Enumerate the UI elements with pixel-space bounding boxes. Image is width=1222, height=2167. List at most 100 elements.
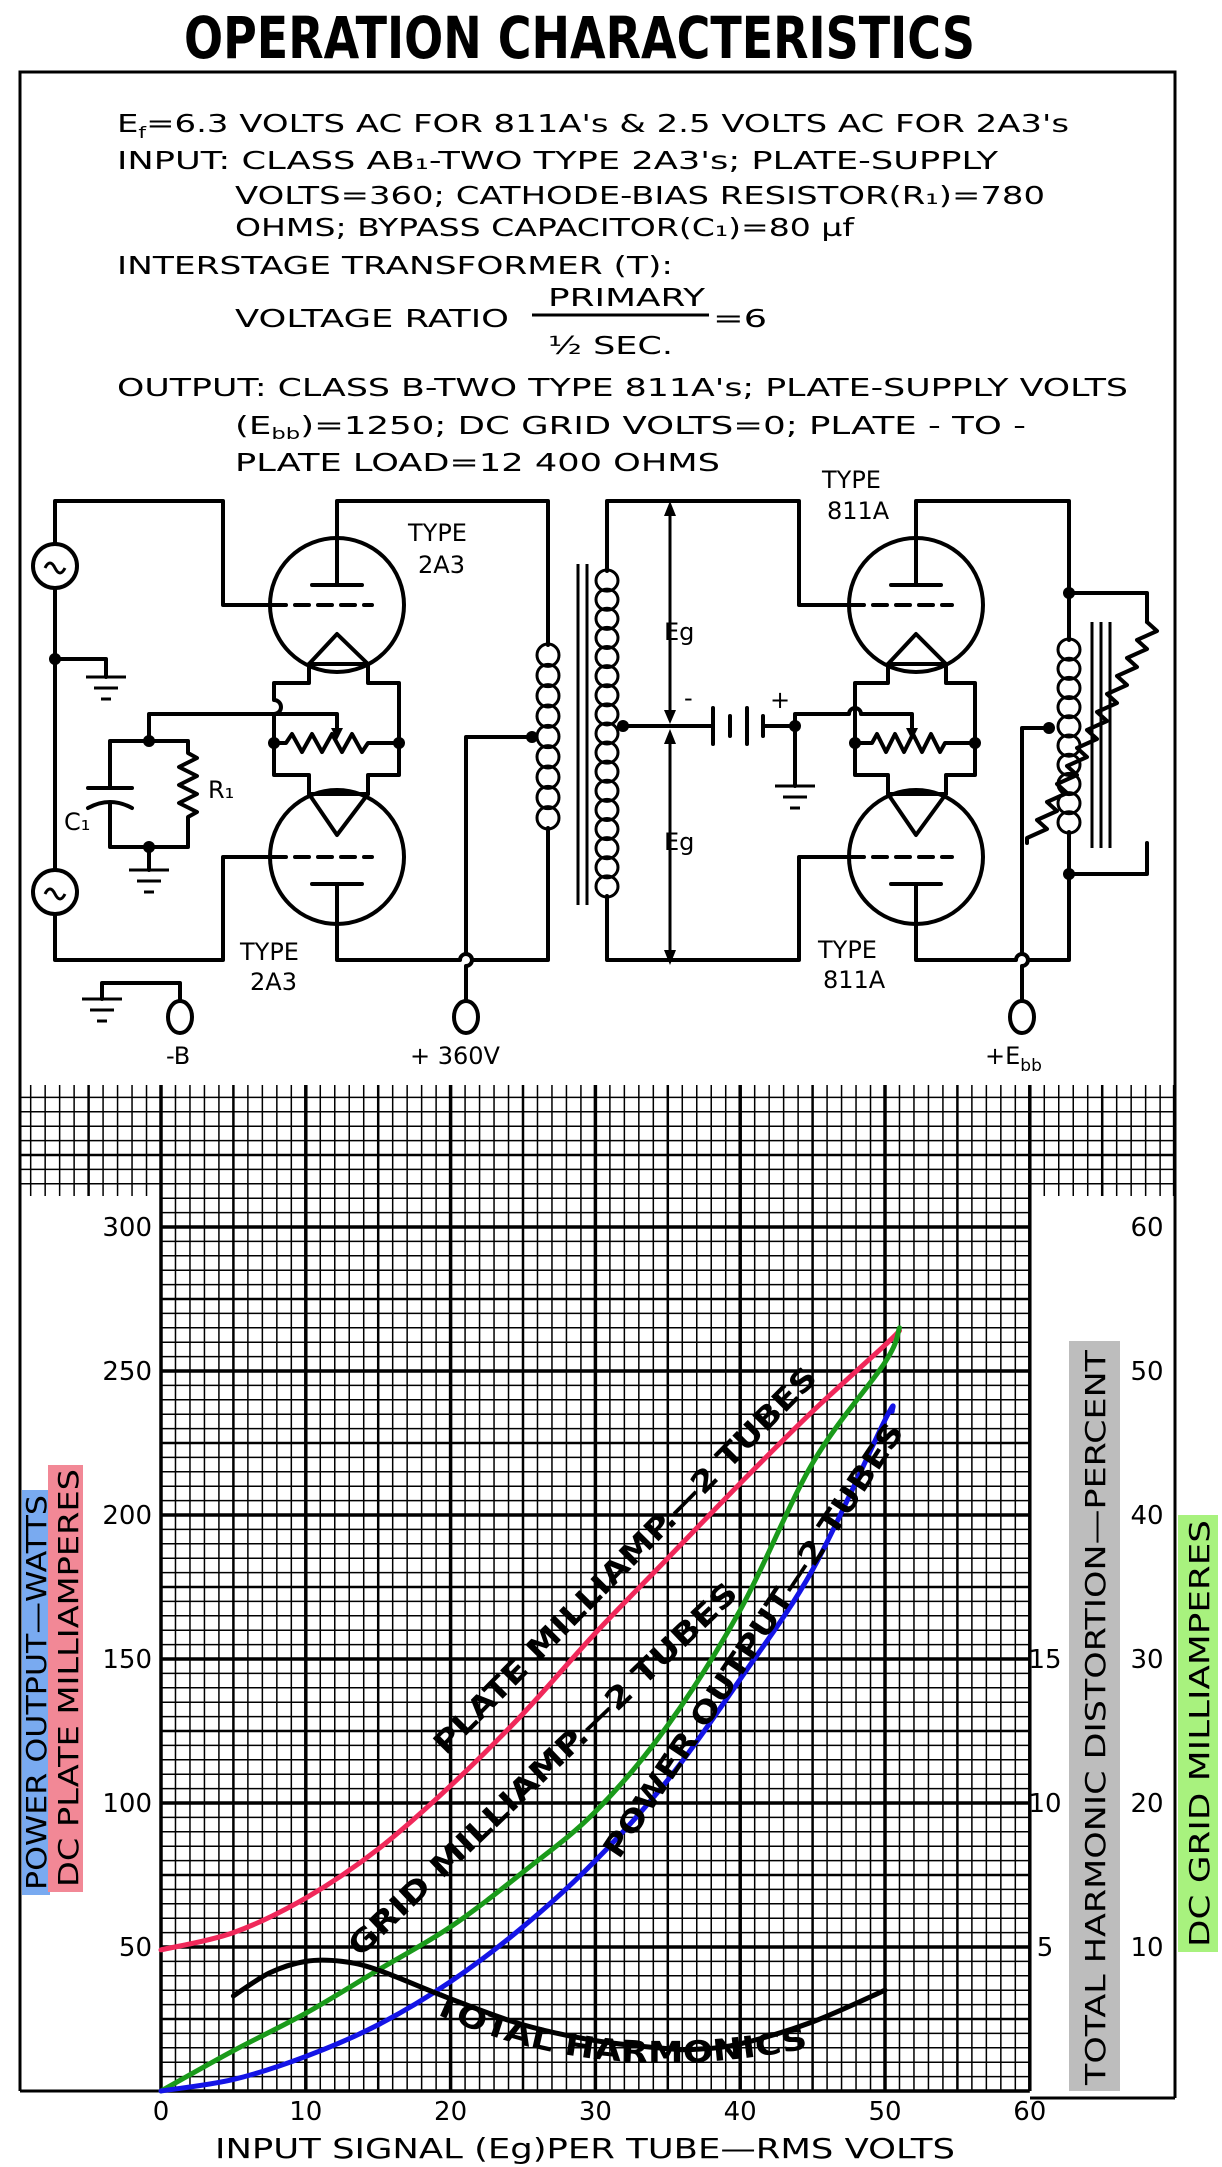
tube-model-label: 2A3 — [418, 551, 465, 579]
plate-load-resistor — [1025, 620, 1159, 845]
coil-loop — [1056, 810, 1082, 835]
x-tick-label: 30 — [579, 2097, 612, 2127]
series-line-0 — [158, 1328, 902, 1953]
coil-loop — [594, 759, 620, 784]
coil-loop — [535, 784, 561, 811]
coil-loop — [535, 764, 561, 790]
right-axis-title-grid-ma: DC GRID MILLIAMPERES — [1183, 1520, 1216, 1947]
coil-loop — [594, 625, 620, 650]
coil-loop — [1056, 714, 1082, 739]
battery-minus: - — [684, 684, 693, 712]
distortion-tick-label: 5 — [1037, 1933, 1054, 1963]
grid-ma-axis-highlight — [1178, 1515, 1218, 1952]
coil-loop — [594, 740, 620, 765]
eg-label-upper: Eg — [664, 618, 694, 646]
left-y-tick-label: 300 — [102, 1213, 152, 1243]
tube-type-label: TYPE — [817, 936, 877, 964]
tube-type-label: TYPE — [239, 938, 299, 966]
coil-loop — [594, 817, 620, 842]
x-tick-label: 10 — [289, 2097, 322, 2127]
ground-icon — [86, 675, 126, 701]
coil-loop — [1056, 791, 1082, 816]
ac-source-icon — [31, 868, 79, 916]
terminal-b-label: -B — [166, 1042, 190, 1070]
voltage-ratio-label: VOLTAGE RATIO — [235, 304, 509, 333]
series-line-1 — [158, 1325, 902, 2094]
ratio-numerator: PRIMARY — [548, 283, 706, 312]
grid-ma-tick-label: 60 — [1130, 1213, 1163, 1243]
page-title: OPERATION CHARACTERISTICS — [184, 4, 975, 72]
grid-ma-tick-label: 40 — [1130, 1501, 1163, 1531]
ground-icon — [129, 868, 169, 894]
ratio-value: =6 — [713, 304, 767, 333]
tube-model-label: 2A3 — [250, 968, 297, 996]
battery-plus: + — [770, 686, 790, 714]
right-axis-title-distortion: TOTAL HARMONIC DISTORTION—PERCENT — [1079, 1349, 1112, 2086]
left-y-tick-label: 250 — [102, 1357, 152, 1387]
coil-loop — [594, 797, 620, 823]
distortion-tick-label: 10 — [1028, 1789, 1061, 1819]
coil-loop — [1056, 695, 1082, 720]
interstage-transformer — [535, 564, 620, 905]
coil-loop — [1056, 752, 1082, 777]
grid-ma-tick-label: 50 — [1130, 1357, 1163, 1387]
ac-source-icon — [31, 542, 79, 590]
input-spec-line-3: OHMS; BYPASS CAPACITOR(C₁)=80 µf — [235, 213, 856, 242]
coil-loop — [594, 587, 620, 612]
interstage-heading: INTERSTAGE TRANSFORMER (T): — [117, 251, 673, 280]
bias-battery-icon — [711, 706, 765, 746]
coil-loop — [594, 702, 620, 727]
x-tick-label: 60 — [1013, 2097, 1046, 2127]
ground-icon — [82, 997, 122, 1023]
input-wiring — [53, 499, 274, 962]
series-line-2 — [158, 1403, 896, 2094]
terminal-ebb-label: +Ebb — [985, 1042, 1042, 1076]
left-y-tick-label: 200 — [102, 1501, 152, 1531]
coil-loop — [594, 721, 620, 746]
distortion-tick-label: 15 — [1028, 1645, 1061, 1675]
coil-loop — [535, 642, 561, 668]
coil-loop — [535, 703, 561, 729]
capacitor-label: C₁ — [64, 808, 90, 836]
grid-ma-tick-label: 10 — [1130, 1933, 1163, 1963]
coil-loop — [594, 836, 620, 861]
left-y-tick-label: 150 — [102, 1645, 152, 1675]
coil-loop — [594, 606, 620, 631]
grid-ma-tick-label: 20 — [1130, 1789, 1163, 1819]
potentiometer — [272, 732, 401, 754]
capacitor-icon — [86, 786, 134, 810]
coil-loop — [594, 664, 620, 689]
series-line-3 — [230, 1957, 888, 2053]
terminal-plus-360v — [452, 999, 480, 1035]
left-axis-title-power: POWER OUTPUT—WATTS — [20, 1495, 53, 1890]
left-y-tick-label: 50 — [119, 1933, 152, 1963]
coil-loop — [535, 805, 561, 831]
left-axis-title-plate-ma: DC PLATE MILLIAMPERES — [52, 1469, 85, 1887]
ratio-denominator: ½ SEC. — [548, 331, 673, 360]
x-tick-label: 0 — [153, 2097, 170, 2127]
plate-ma-axis-highlight — [48, 1465, 83, 1892]
left-panel-bottom-border — [20, 2089, 1175, 2100]
coil-loop — [535, 683, 561, 709]
amplifier-schematic: R₁ C₁ Eg Eg - + — [31, 466, 1159, 1076]
left-y-tick-label: 100 — [102, 1789, 152, 1819]
x-tick-label: 40 — [724, 2097, 757, 2127]
output-transformer — [1056, 622, 1112, 848]
grid-ma-tick-label: 30 — [1130, 1645, 1163, 1675]
coil-loop — [594, 855, 620, 880]
ground-icon — [775, 784, 815, 810]
x-axis-title: INPUT SIGNAL (Eg)PER TUBE—RMS VOLTS — [215, 2132, 955, 2165]
coil-loop — [594, 644, 620, 670]
tube-model-label: 811A — [823, 966, 886, 994]
graph-paper-grid — [20, 1085, 1177, 2093]
coil-loop — [594, 778, 620, 803]
output-spec-line-3: PLATE LOAD=12 400 OHMS — [235, 448, 720, 477]
coil-loop — [1056, 675, 1082, 701]
x-tick-label: 20 — [434, 2097, 467, 2127]
tube-type-label: TYPE — [821, 466, 881, 494]
coil-loop — [1056, 637, 1082, 662]
